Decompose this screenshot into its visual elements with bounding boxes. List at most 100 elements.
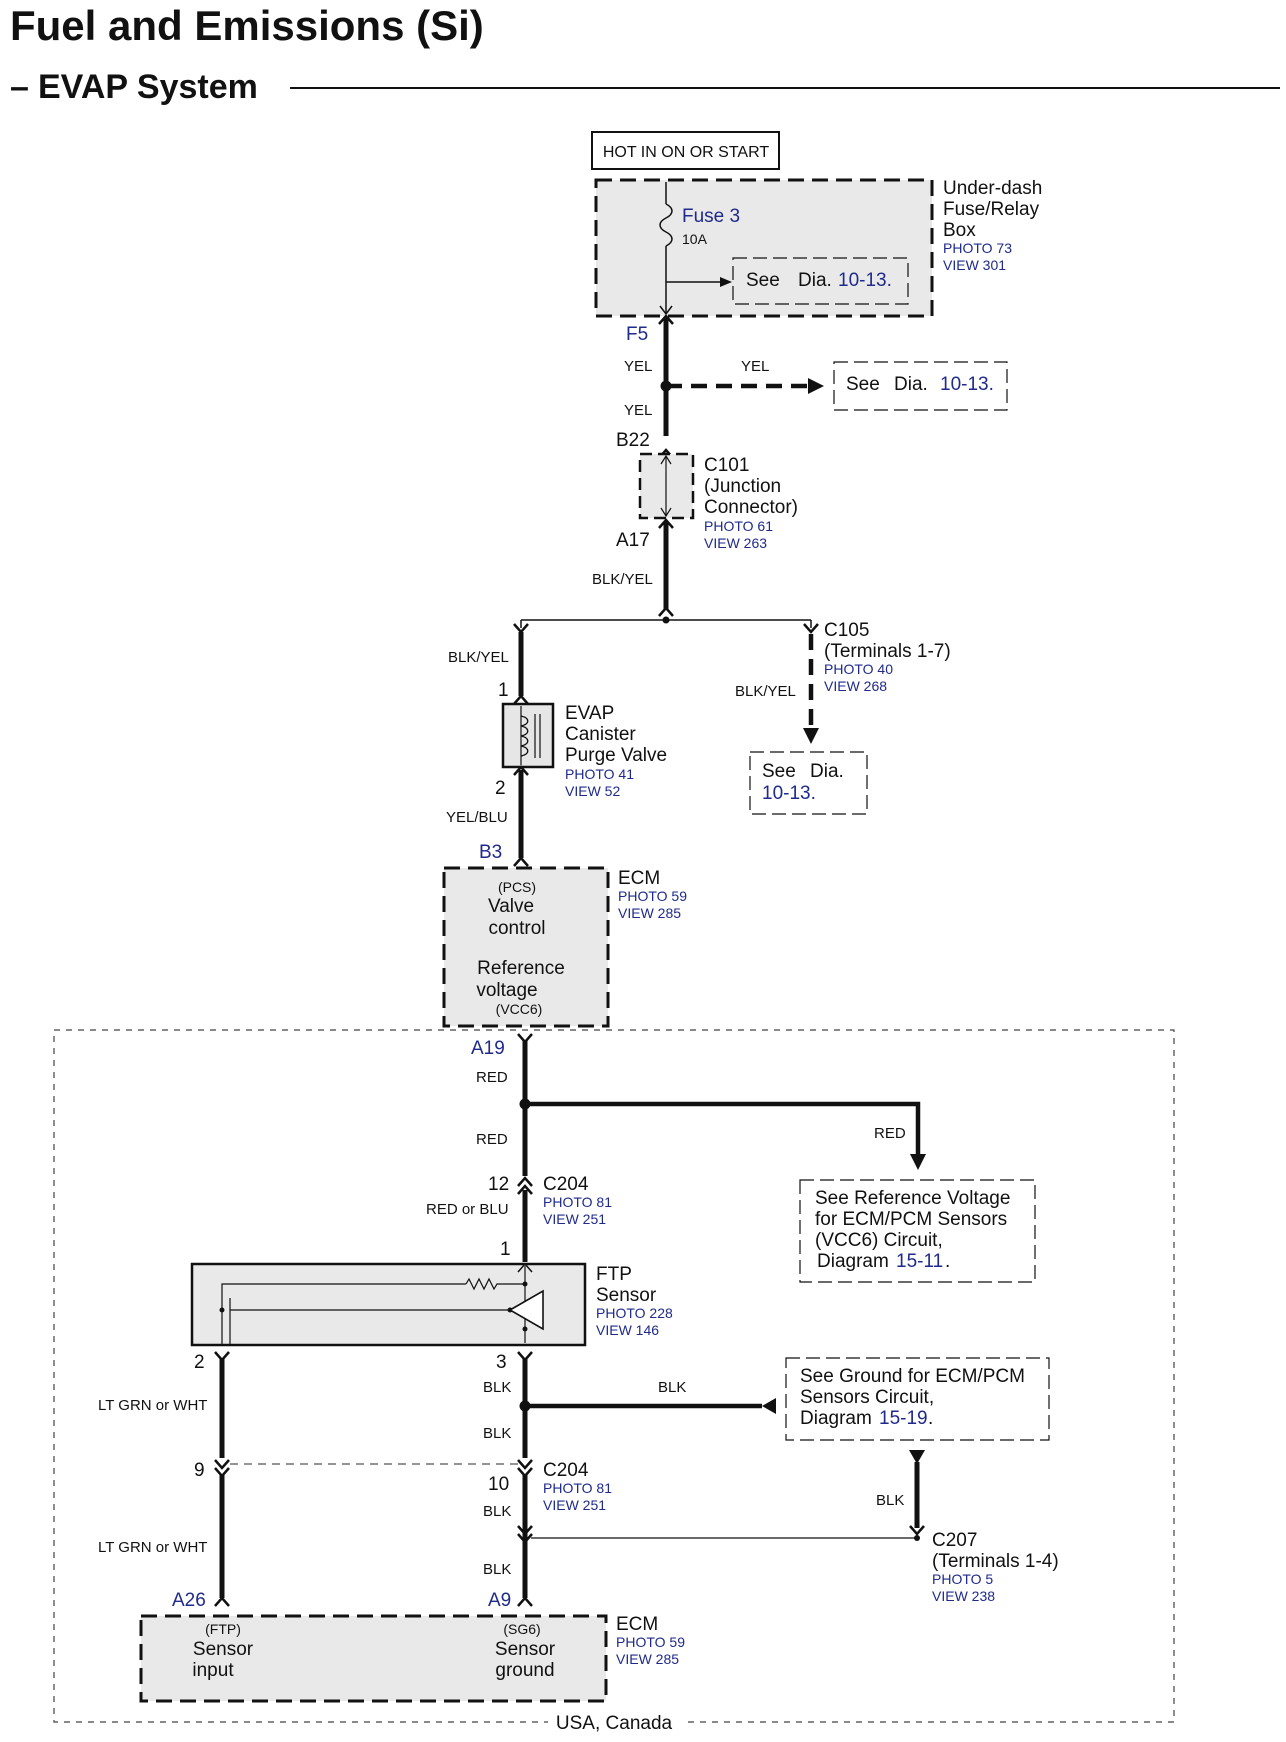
hot-in-on-box xyxy=(591,131,780,170)
c204-top-photo[interactable]: PHOTO 81 xyxy=(543,1194,612,1210)
ecm-sensor-ground-1: Sensor xyxy=(495,1639,556,1660)
c204-pin10-mark-1 xyxy=(517,1459,533,1470)
c204-bottom-photo[interactable]: PHOTO 81 xyxy=(543,1480,612,1496)
fuse-symbol xyxy=(659,203,673,247)
fuse-box-line2: Fuse/Relay xyxy=(943,199,1040,220)
ecm-a26-mark xyxy=(214,1596,230,1607)
blk-label-4: BLK xyxy=(483,1561,511,1578)
ftp-pin-2: 2 xyxy=(194,1352,205,1373)
ground-line3: Diagram xyxy=(800,1408,872,1429)
ftp-resistor-symbol xyxy=(465,1277,525,1291)
blk-yel-label-3: BLK/YEL xyxy=(735,683,796,700)
ftp-photo[interactable]: PHOTO 228 xyxy=(596,1305,673,1321)
fuse-relay-box xyxy=(594,178,934,318)
c204-pin-12: 12 xyxy=(488,1174,509,1195)
region-label: USA, Canada xyxy=(556,1713,673,1734)
c207-node xyxy=(914,1535,920,1541)
purge-line1: EVAP xyxy=(565,703,614,724)
purge-photo[interactable]: PHOTO 41 xyxy=(565,766,634,782)
ecm-pin-b3: B3 xyxy=(479,842,502,863)
ftp-node-top xyxy=(522,1281,528,1287)
c105-dia-link[interactable]: 10-13. xyxy=(762,783,816,804)
yel-label-1: YEL xyxy=(624,358,652,375)
footer-label-bg xyxy=(548,1708,682,1734)
c101-internal-arrow-bottom xyxy=(660,507,672,518)
c204-top-view[interactable]: VIEW 251 xyxy=(543,1211,606,1227)
c204-bottom-view[interactable]: VIEW 251 xyxy=(543,1497,606,1513)
ecm-ftp: (FTP) xyxy=(205,1621,241,1637)
blk-label-3: BLK xyxy=(483,1503,511,1520)
yel-label-2: YEL xyxy=(741,358,769,375)
ecm-b3-mark xyxy=(513,856,529,867)
c105-dia-text: Dia. xyxy=(810,761,844,782)
fuse-box-photo[interactable]: PHOTO 73 xyxy=(943,240,1012,256)
c207-view[interactable]: VIEW 238 xyxy=(932,1588,995,1604)
c105-name: C105 xyxy=(824,620,869,641)
c105-view[interactable]: VIEW 268 xyxy=(824,678,887,694)
c204-pin-1: 1 xyxy=(500,1239,511,1260)
lt-grn-label-2: LT GRN or WHT xyxy=(98,1539,207,1556)
c101-name: C101 xyxy=(704,455,749,476)
ecm-bottom-view[interactable]: VIEW 285 xyxy=(616,1651,679,1667)
purge-pin-2: 2 xyxy=(495,778,506,799)
blk-yel-label-1: BLK/YEL xyxy=(592,571,653,588)
ftp-view[interactable]: VIEW 146 xyxy=(596,1322,659,1338)
ecm-voltage: voltage xyxy=(476,980,537,1001)
fuse-box-view[interactable]: VIEW 301 xyxy=(943,257,1006,273)
ecm-vcc6: (VCC6) xyxy=(496,1001,543,1017)
c204-top-mark-1 xyxy=(517,1176,533,1187)
c101-pin-b22: B22 xyxy=(616,430,650,451)
ftp-internal-left-rail xyxy=(221,1283,466,1344)
ftp-line2: Sensor xyxy=(596,1285,657,1306)
ecm-sensor-input-1: Sensor xyxy=(193,1639,254,1660)
section-dash: – xyxy=(10,68,29,106)
trunk-split-mark xyxy=(658,606,674,617)
c204-top-mark-2 xyxy=(517,1184,533,1195)
ref-voltage-period: . xyxy=(945,1251,950,1272)
ecm-pin-a26: A26 xyxy=(172,1590,206,1611)
c207-photo[interactable]: PHOTO 5 xyxy=(932,1571,993,1587)
fuse-see-text: See xyxy=(746,270,780,291)
c204-pin-10: 10 xyxy=(488,1474,509,1495)
ftp-amplifier-symbol xyxy=(508,1289,544,1331)
purge-coil-symbol xyxy=(520,715,529,757)
purge-valve-body xyxy=(501,702,555,769)
terminal-f5: F5 xyxy=(626,324,648,345)
c101-pin-a17: A17 xyxy=(616,530,650,551)
ecm-sensor-input-2: input xyxy=(192,1660,234,1681)
ground-diagram-link[interactable]: 15-19 xyxy=(879,1408,928,1429)
fuse-box-line1: Under-dash xyxy=(943,178,1042,199)
blk-label-c207: BLK xyxy=(876,1492,904,1509)
yel-see-dia-box xyxy=(833,361,1008,411)
yel-branch-arrow xyxy=(808,378,824,394)
fuse-dia-link[interactable]: 10-13. xyxy=(838,270,892,291)
red-branch-wire xyxy=(525,1101,921,1156)
ftp-node-ground xyxy=(522,1326,528,1332)
ref-voltage-line1: See Reference Voltage xyxy=(815,1188,1010,1209)
c207-terminals: (Terminals 1-4) xyxy=(932,1551,1059,1572)
ref-voltage-diagram-link[interactable]: 15-11 xyxy=(896,1251,943,1272)
c101-view[interactable]: VIEW 263 xyxy=(704,535,767,551)
purge-view[interactable]: VIEW 52 xyxy=(565,783,620,799)
yel-dia-link[interactable]: 10-13. xyxy=(940,374,994,395)
ecm-top-view[interactable]: VIEW 285 xyxy=(618,905,681,921)
ftp-node-left xyxy=(219,1307,225,1313)
lt-grn-label-1: LT GRN or WHT xyxy=(98,1397,207,1414)
fuse-see-dia-box xyxy=(732,257,909,305)
c101-line2: (Junction xyxy=(704,476,781,497)
yel-blu-label: YEL/BLU xyxy=(446,809,508,826)
c105-branch-arrow xyxy=(803,728,819,744)
c105-photo[interactable]: PHOTO 40 xyxy=(824,661,893,677)
ecm-bottom-photo[interactable]: PHOTO 59 xyxy=(616,1634,685,1650)
ground-line1: See Ground for ECM/PCM xyxy=(800,1366,1025,1387)
ftp-pin-3: 3 xyxy=(496,1352,507,1373)
ecm-top-name: ECM xyxy=(618,868,660,889)
ecm-top-block xyxy=(442,866,610,1028)
c101-photo[interactable]: PHOTO 61 xyxy=(704,518,773,534)
c204-pin-9: 9 xyxy=(194,1460,205,1481)
ecm-top-photo[interactable]: PHOTO 59 xyxy=(618,888,687,904)
red-label-2: RED xyxy=(476,1131,508,1148)
ecm-sensor-ground-2: ground xyxy=(495,1660,554,1681)
ecm-sg6: (SG6) xyxy=(503,1621,540,1637)
